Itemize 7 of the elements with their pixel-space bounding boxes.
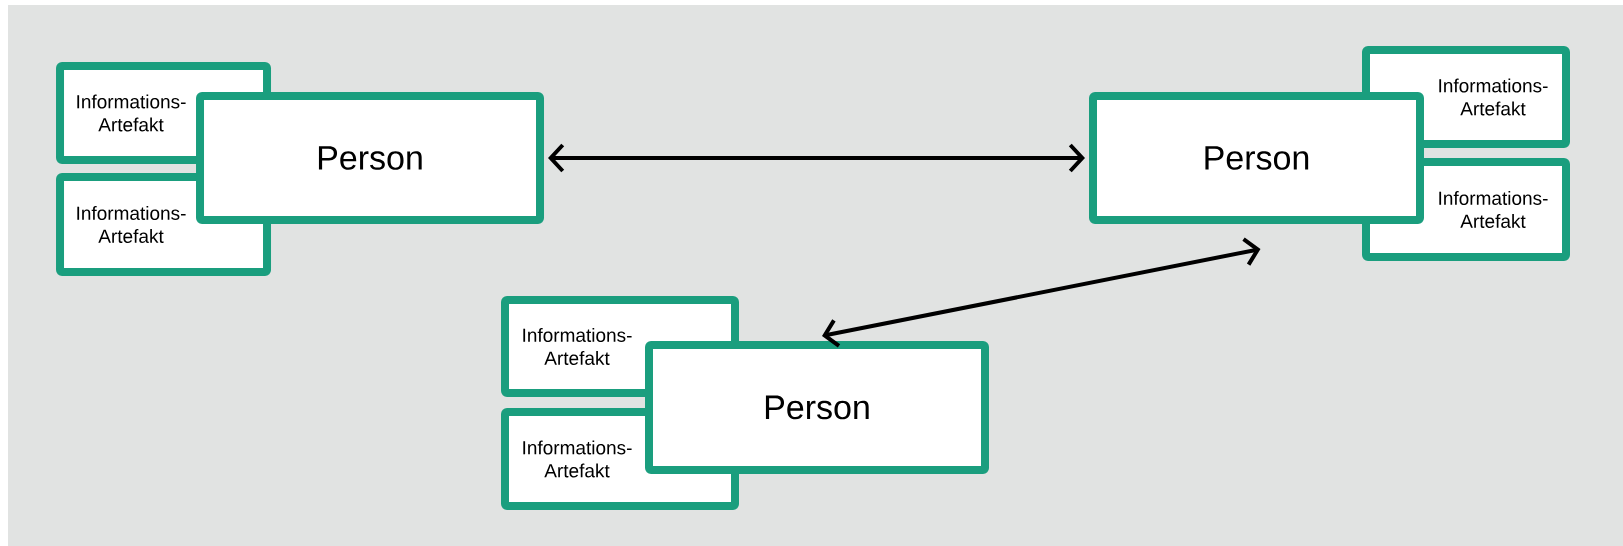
person-box: Person — [645, 341, 989, 474]
node-label: Informations- Artefakt — [1439, 191, 1548, 228]
node-label: Informations- Artefakt — [523, 440, 632, 478]
arrow — [822, 237, 1261, 348]
person-box: Person — [196, 92, 544, 224]
person-box: Person — [1089, 92, 1424, 224]
arrow — [548, 143, 1085, 173]
